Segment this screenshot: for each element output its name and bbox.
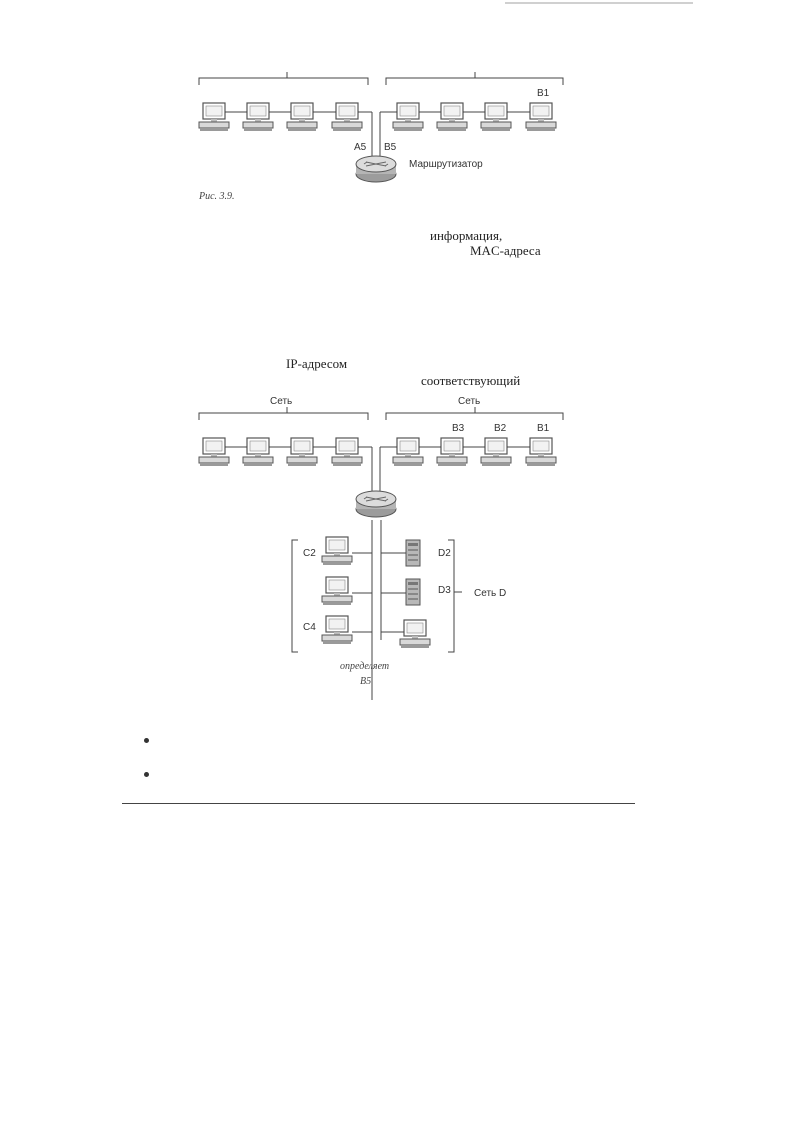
label-router: Маршрутизатор (409, 159, 483, 170)
figure-2 (198, 407, 564, 700)
label-net-d: Сеть D (474, 588, 507, 599)
bullet-2 (144, 772, 149, 777)
figure-2-caption-line-2: B5 (360, 676, 372, 687)
bullet-1 (144, 738, 149, 743)
text-line-4: соответствующий (421, 373, 521, 388)
top-rule (505, 2, 693, 4)
label-d3: D3 (438, 585, 451, 596)
label-b5: B5 (384, 142, 397, 153)
label-a5: A5 (354, 142, 367, 153)
label-net-left: Сеть (270, 396, 293, 407)
text-line-2: MAC-адреса (470, 243, 541, 258)
label-c2: C2 (303, 548, 316, 559)
label-c4: C4 (303, 622, 316, 633)
text-line-3: IP-адресом (286, 356, 348, 371)
footnote-rule (122, 803, 635, 804)
label-b1-fig1: B1 (537, 88, 550, 99)
label-net-right: Сеть (458, 396, 481, 407)
label-b3: B3 (452, 423, 465, 434)
label-b1-fig2: B1 (537, 423, 550, 434)
label-b2: B2 (494, 423, 507, 434)
figure-1-caption: Рис. 3.9. (199, 191, 235, 202)
label-d2: D2 (438, 548, 451, 559)
text-line-1: информация, (430, 228, 503, 243)
figure-1 (198, 72, 564, 183)
figure-2-caption-line-1: определяет (340, 661, 390, 672)
